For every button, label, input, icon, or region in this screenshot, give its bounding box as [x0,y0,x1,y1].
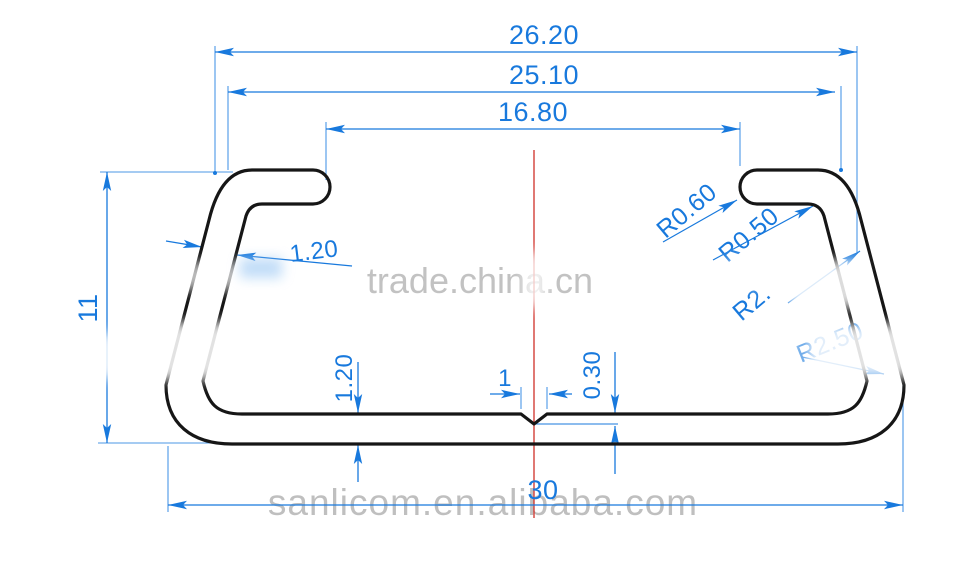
radius-callout-lip-inner: R0.50 [712,202,814,268]
smudge [716,328,798,376]
anchor-dot [839,168,843,172]
watermark-bottom-text: sanlicom.en.alibaba.com [268,482,698,523]
dimension-base-width: 30 [168,475,903,510]
dimension-lip-span: 16.80 [326,97,740,134]
dimension-side-height: 11 [73,172,112,443]
dimension-line [165,239,203,249]
smudge [150,322,265,380]
watermark-center-text: trade.china.cn [367,260,593,301]
dimension-line [236,252,353,267]
dimension-label: 11 [73,293,103,322]
dimension-overall-width: 26.20 [215,20,857,57]
dimension-label: 25.10 [509,60,579,90]
smudge [726,258,784,288]
smudge [72,333,144,379]
leader-line [712,205,814,261]
radius-callout-lip-cap: R0.60 [651,178,738,244]
dimension-label: 16.80 [498,97,568,127]
smudge [158,262,253,290]
radius-label: R0.60 [651,178,722,244]
dimension-label: 1.20 [331,354,358,403]
dimension-label: 1 [498,365,512,392]
dimension-label: 1.20 [288,235,340,268]
smudge-blue [240,258,282,278]
dimension-label: 30 [527,475,558,505]
dimension-inner-width: 25.10 [228,60,835,97]
smudge [806,324,910,378]
dimension-base-thickness: 1.20 [331,354,363,482]
dimension-notch-width: 1 [490,365,572,399]
dimension-label: 26.20 [509,20,579,50]
smudge [524,252,546,308]
watermark-removal-smudges [72,252,910,380]
smudge [788,260,862,308]
radius-label: R0.50 [713,202,784,268]
channel-profile-outline [164,168,906,446]
dimension-label: 0.30 [579,351,606,400]
leader-line [662,199,738,243]
dimension-lip-thickness: 1.20 [165,235,353,268]
dimension-notch-depth: 0.30 [579,351,620,474]
anchor-dot [213,171,217,175]
